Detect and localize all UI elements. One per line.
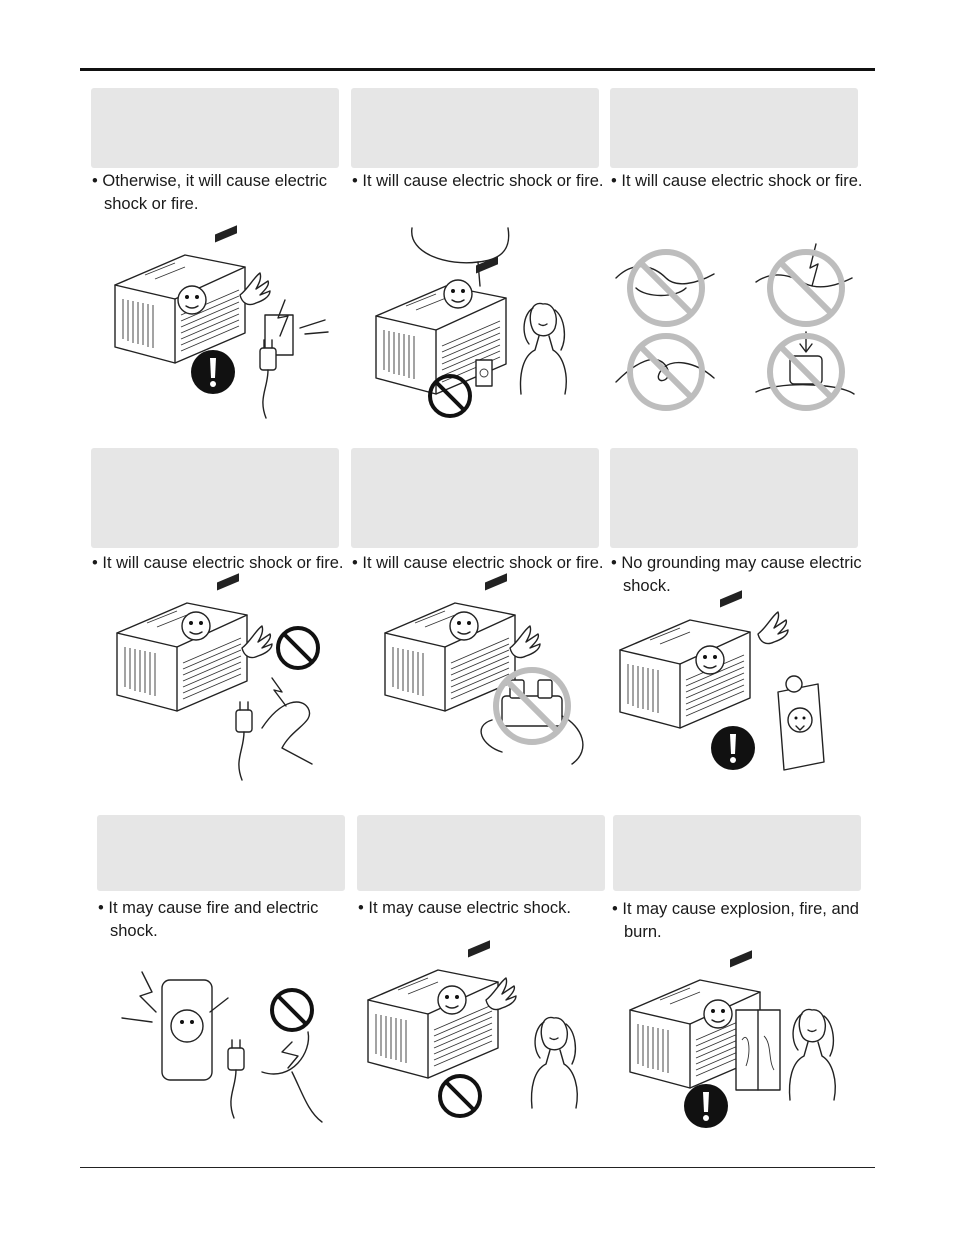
face-icon (177, 285, 207, 315)
woman-icon (530, 1016, 578, 1109)
caption-8: • It may cause electric shock. (358, 899, 572, 917)
warning-heading-box-6 (610, 448, 858, 548)
caption-6: • No grounding may cause electric shock. (611, 554, 862, 595)
warning-heading-box-7 (97, 815, 345, 891)
air-conditioner-icon (384, 572, 516, 712)
illustration-5 (380, 572, 600, 770)
wall-outlet-icon (121, 971, 229, 1081)
face-icon (443, 279, 473, 309)
window-icon (735, 1009, 781, 1091)
plug-icon (259, 339, 277, 419)
wall-outlet-icon (264, 299, 329, 356)
illustration-2 (368, 224, 588, 420)
speech-bubble-icon (411, 227, 510, 287)
woman-icon (788, 1008, 836, 1101)
caption-4: • It will cause electric shock or fire. (92, 554, 344, 572)
cord-icon (261, 1031, 323, 1123)
top-rule (80, 68, 875, 71)
caption-7: • It may cause fire and electric shock. (98, 899, 319, 940)
prohibited-icon (276, 626, 320, 670)
warning-heading-box-3 (610, 88, 858, 168)
warning-heading-box-5 (351, 448, 599, 548)
cord-crush-prohibited-icon (755, 331, 855, 408)
cord-twist-prohibited-icon (615, 252, 715, 324)
illustration-1 (110, 224, 340, 419)
face-icon (437, 985, 467, 1015)
air-conditioner-icon (116, 572, 248, 712)
warning-heading-box-2 (351, 88, 599, 168)
illustration-4 (112, 572, 332, 781)
illustration-9 (628, 949, 843, 1130)
caption-9: • It may cause explosion, fire, and burn… (612, 900, 859, 941)
plug-icon (227, 1039, 245, 1119)
cord-knot-prohibited-icon (615, 336, 715, 408)
exclamation-icon (191, 350, 235, 394)
caption-3: • It will cause electric shock or fire. (611, 172, 863, 190)
illustration-8 (366, 939, 598, 1130)
illustration-7 (112, 962, 337, 1127)
caption-2: • It will cause electric shock or fire. (352, 172, 604, 190)
prohibited-icon (438, 1074, 482, 1118)
wall-outlet-icon (475, 359, 493, 387)
face-icon (703, 999, 733, 1029)
warning-heading-box-9 (613, 815, 861, 891)
face-icon (181, 611, 211, 641)
hand-icon (757, 611, 789, 645)
illustration-3 (610, 238, 860, 414)
exclamation-icon (684, 1084, 728, 1128)
grounded-outlet-icon (777, 675, 825, 771)
cord-cut-prohibited-icon (755, 243, 853, 324)
woman-icon (519, 302, 567, 395)
plug-icon (235, 701, 253, 781)
extension-outlet-prohibited-icon (480, 670, 584, 765)
prohibited-icon (270, 988, 314, 1032)
illustration-6 (618, 589, 843, 777)
face-icon (695, 645, 725, 675)
warning-heading-box-4 (91, 448, 339, 548)
caption-5: • It will cause electric shock or fire. (352, 554, 604, 572)
warning-heading-box-1 (91, 88, 339, 168)
exclamation-icon (711, 726, 755, 770)
air-conditioner-icon (619, 589, 751, 729)
caption-1: • Otherwise, it will cause electric shoc… (92, 172, 328, 213)
face-icon (449, 611, 479, 641)
bottom-rule (80, 1167, 875, 1168)
warning-heading-box-8 (357, 815, 605, 891)
air-conditioner-icon (367, 939, 499, 1079)
cord-icon (261, 677, 313, 765)
